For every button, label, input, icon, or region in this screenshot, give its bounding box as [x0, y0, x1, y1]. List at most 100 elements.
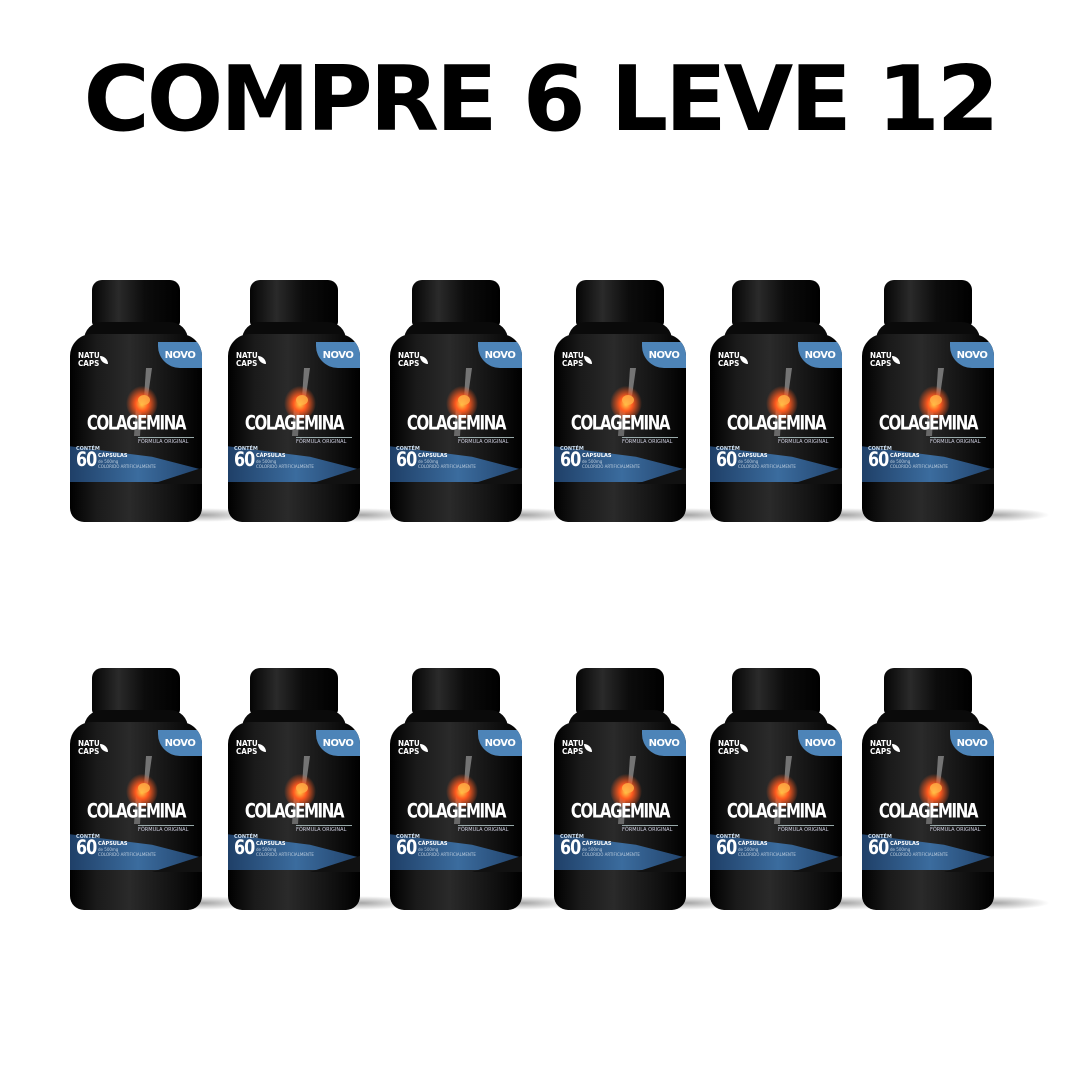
capsule-dose: de 500mg [256, 847, 277, 852]
capsule-count: 60 [234, 448, 255, 471]
count-label: CONTÉM [396, 834, 420, 840]
novo-badge: NOVO [950, 342, 994, 368]
capsule-unit: CÁPSULAS [738, 453, 768, 459]
leaf-icon [584, 356, 592, 364]
color-note: COLORIDO ARTIFICIALMENTE [890, 464, 948, 469]
brand-line-2: CAPS [870, 359, 892, 368]
brand-line-2: CAPS [236, 747, 258, 756]
brand-line-1: NATU [870, 739, 892, 748]
capsule-unit: CÁPSULAS [418, 841, 448, 847]
capsule-unit: CÁPSULAS [256, 841, 286, 847]
capsule-count: 60 [716, 836, 737, 859]
brand-line-2: CAPS [562, 747, 584, 756]
product-bottle: NATU CAPS NOVO [70, 668, 258, 913]
bottle-row-2: NATU CAPS NOVO [0, 668, 1080, 918]
capsule-dose: de 500mg [738, 459, 759, 464]
product-name: COLAGEMINA [570, 799, 671, 823]
capsule-dose: de 500mg [738, 847, 759, 852]
color-note: COLORIDO ARTIFICIALMENTE [738, 464, 796, 469]
bottle-cap [884, 668, 972, 714]
brand-logo: NATU CAPS [870, 740, 896, 756]
capsule-dose: de 500mg [890, 847, 911, 852]
product-name: COLAGEMINA [244, 799, 345, 823]
novo-badge: NOVO [642, 342, 686, 368]
brand-logo: NATU CAPS [398, 740, 424, 756]
brand-line-2: CAPS [718, 747, 740, 756]
color-note: COLORIDO ARTIFICIALMENTE [256, 464, 314, 469]
capsule-unit: CÁPSULAS [890, 841, 920, 847]
bottle-body: NATU CAPS NOVO [228, 722, 360, 910]
knee-joint-icon [446, 368, 478, 436]
knee-joint-icon [126, 368, 158, 436]
product-subtitle: FÓRMULA ORIGINAL [930, 437, 986, 445]
count-label: CONTÉM [868, 446, 892, 452]
brand-line-2: CAPS [78, 747, 100, 756]
brand-line-1: NATU [398, 351, 420, 360]
product-subtitle: FÓRMULA ORIGINAL [622, 825, 678, 833]
brand-line-1: NATU [870, 351, 892, 360]
bottle-label: NATU CAPS NOVO [710, 334, 842, 504]
capsule-unit: CÁPSULAS [256, 453, 286, 459]
knee-joint-icon [610, 368, 642, 436]
color-note: COLORIDO ARTIFICIALMENTE [418, 464, 476, 469]
novo-badge: NOVO [478, 342, 522, 368]
knee-joint-icon [610, 756, 642, 824]
product-name: COLAGEMINA [878, 799, 979, 823]
bottle-label: NATU CAPS NOVO [70, 334, 202, 504]
knee-joint-icon [766, 368, 798, 436]
bottle-cap [576, 280, 664, 326]
bottle-label: NATU CAPS NOVO [390, 334, 522, 504]
capsule-count: 60 [396, 836, 417, 859]
brand-line-2: CAPS [236, 359, 258, 368]
bottle-body: NATU CAPS NOVO [390, 722, 522, 910]
product-subtitle: FÓRMULA ORIGINAL [296, 825, 352, 833]
color-note: COLORIDO ARTIFICIALMENTE [418, 852, 476, 857]
product-subtitle: FÓRMULA ORIGINAL [138, 825, 194, 833]
knee-joint-icon [918, 756, 950, 824]
capsule-dose: de 500mg [582, 847, 603, 852]
capsule-count: 60 [560, 836, 581, 859]
bottle-cap [250, 280, 338, 326]
capsule-count: 60 [716, 448, 737, 471]
leaf-icon [100, 356, 108, 364]
color-note: COLORIDO ARTIFICIALMENTE [738, 852, 796, 857]
brand-logo: NATU CAPS [398, 352, 424, 368]
product-bottle: NATU CAPS NOVO [710, 280, 898, 525]
product-subtitle: FÓRMULA ORIGINAL [458, 825, 514, 833]
knee-joint-icon [126, 756, 158, 824]
bottle-cap [576, 668, 664, 714]
bottle-label: NATU CAPS NOVO [862, 334, 994, 504]
product-name: COLAGEMINA [878, 411, 979, 435]
leaf-icon [100, 744, 108, 752]
color-note: COLORIDO ARTIFICIALMENTE [582, 852, 640, 857]
capsule-count: 60 [868, 448, 889, 471]
capsule-unit: CÁPSULAS [418, 453, 448, 459]
novo-badge: NOVO [478, 730, 522, 756]
capsule-count: 60 [396, 448, 417, 471]
bottle-body: NATU CAPS NOVO [228, 334, 360, 522]
bottle-cap [732, 668, 820, 714]
product-bottle: NATU CAPS NOVO [228, 668, 416, 913]
bottle-label: NATU CAPS NOVO [390, 722, 522, 892]
product-bottle: NATU CAPS NOVO [710, 668, 898, 913]
novo-badge: NOVO [798, 342, 842, 368]
leaf-icon [892, 356, 900, 364]
brand-line-1: NATU [236, 739, 258, 748]
knee-joint-icon [766, 756, 798, 824]
leaf-icon [740, 356, 748, 364]
brand-line-2: CAPS [870, 747, 892, 756]
bottle-label: NATU CAPS NOVO [554, 334, 686, 504]
novo-badge: NOVO [158, 342, 202, 368]
bottle-label: NATU CAPS NOVO [228, 334, 360, 504]
promo-headline: COMPRE 6 LEVE 12 [83, 47, 1000, 152]
color-note: COLORIDO ARTIFICIALMENTE [890, 852, 948, 857]
product-name: COLAGEMINA [726, 411, 827, 435]
bottle-body: NATU CAPS NOVO [862, 722, 994, 910]
bottle-body: NATU CAPS NOVO [710, 722, 842, 910]
count-label: CONTÉM [716, 834, 740, 840]
bottle-body: NATU CAPS NOVO [70, 722, 202, 910]
capsule-count: 60 [76, 448, 97, 471]
brand-line-2: CAPS [718, 359, 740, 368]
bottle-cap [412, 668, 500, 714]
brand-logo: NATU CAPS [562, 740, 588, 756]
